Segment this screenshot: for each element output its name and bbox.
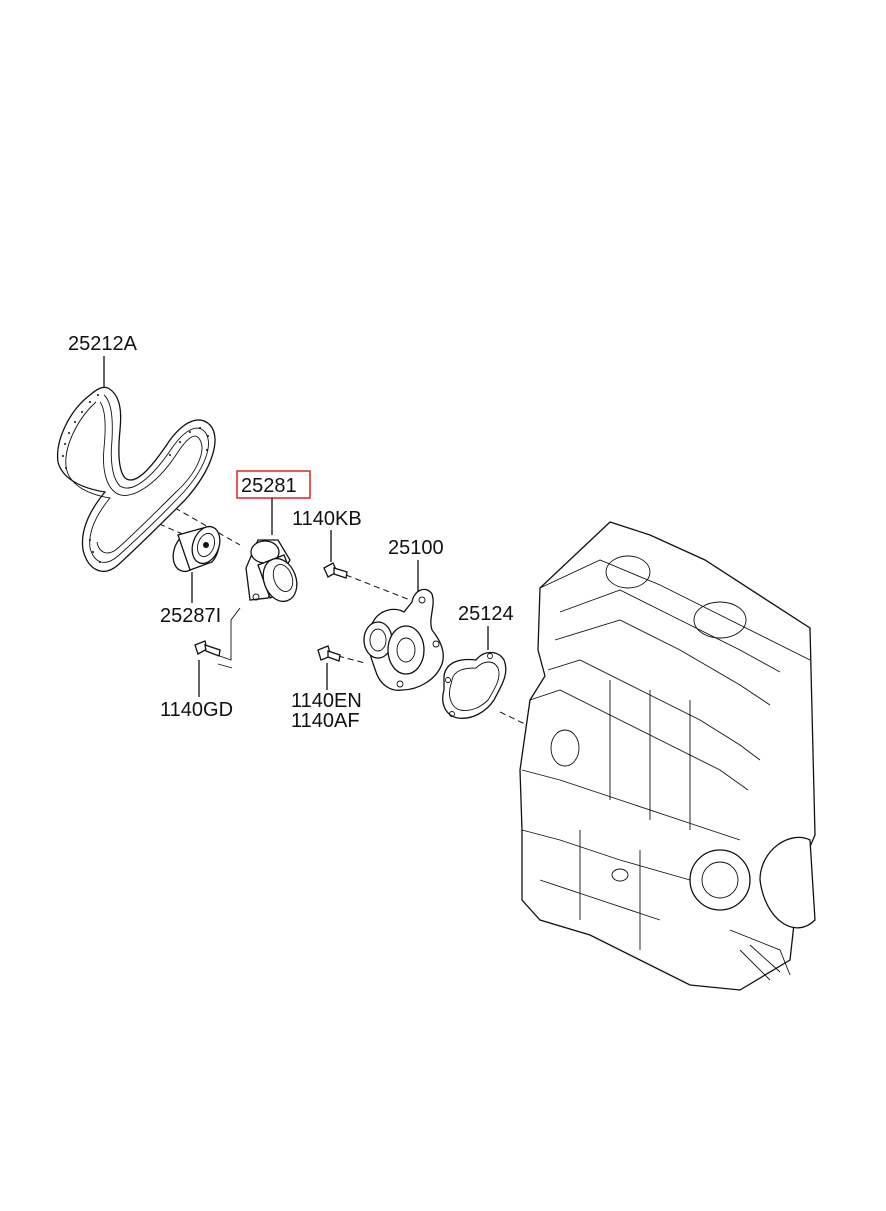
bolt-1140KB-icon (323, 562, 348, 579)
highlight-box (236, 470, 311, 499)
belt-icon (56, 386, 216, 572)
engine-block-icon (519, 521, 816, 991)
label-1140KB[interactable]: 1140KB (292, 508, 362, 530)
label-25287I[interactable]: 25287I (160, 605, 221, 627)
idler-pulley-icon (172, 525, 221, 573)
water-pump-icon (363, 588, 444, 691)
label-1140EN[interactable]: 1140EN (291, 690, 362, 712)
gasket-icon (442, 651, 507, 719)
bolt-1140GD-icon (194, 640, 221, 657)
leader-lines (103, 356, 489, 697)
bolt-1140EN-icon (317, 645, 341, 662)
label-1140GD[interactable]: 1140GD (160, 699, 233, 721)
label-25100[interactable]: 25100 (388, 537, 444, 559)
label-25124[interactable]: 25124 (458, 603, 514, 625)
label-1140AF[interactable]: 1140AF (291, 710, 360, 732)
label-25281[interactable]: 25281 (241, 475, 297, 497)
tensioner-icon (245, 539, 298, 603)
label-25212A[interactable]: 25212A (68, 333, 138, 355)
